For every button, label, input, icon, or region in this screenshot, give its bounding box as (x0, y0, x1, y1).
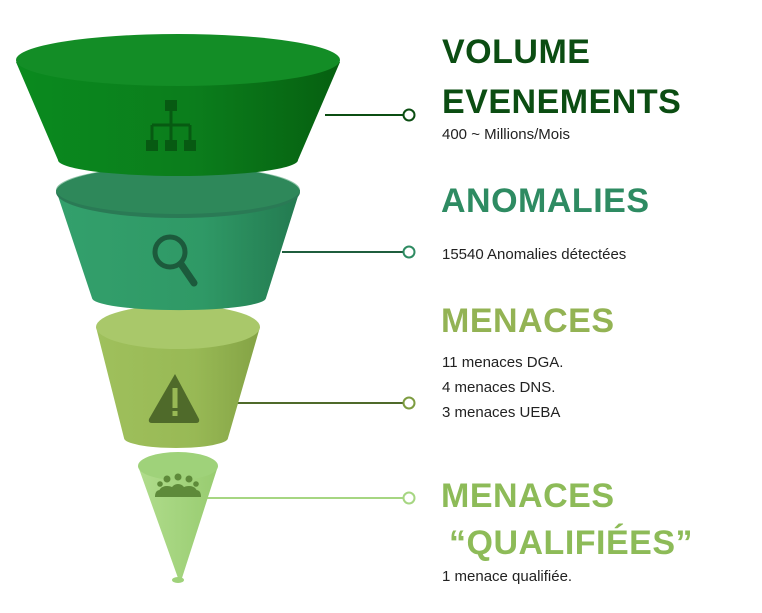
stage-4-title-line-1: MENACES (441, 477, 615, 515)
stage-2-line-1: 15540 Anomalies détectées (442, 246, 627, 263)
stage-1-description: 400 ~ Millions/Mois (442, 122, 570, 147)
connector-1 (325, 108, 416, 122)
stage-3-description: 11 menaces DGA. 4 menaces DNS. 3 menaces… (442, 350, 563, 425)
stage-3-title-line-1: MENACES (441, 302, 615, 340)
stage-4-line-1: 1 menace qualifiée. (442, 568, 573, 585)
stage-4-description: 1 menace qualifiée. (442, 564, 572, 589)
team-icon (155, 473, 201, 497)
stage-2-title: ANOMALIES (441, 176, 650, 226)
stage-1-title-line-1: VOLUME (442, 33, 591, 71)
stage-4-title-line-2: “QUALIFIÉES” (449, 524, 694, 562)
stage-1-line-1: 400 ~ Millions/Mois (442, 126, 570, 143)
funnel-stage-1 (16, 34, 340, 176)
magnifier-icon (152, 234, 198, 287)
stage-1-title: VOLUME EVENEMENTS (442, 27, 681, 127)
stage-3-line-2: 4 menaces DNS. (442, 379, 556, 396)
connector-4 (203, 491, 416, 505)
stage-4-title: MENACES “QUALIFIÉES” (441, 473, 693, 567)
stage-2-description: 15540 Anomalies détectées (442, 242, 626, 267)
funnel-stage-2 (56, 166, 300, 311)
connector-3 (236, 396, 416, 410)
funnel-stage-3 (96, 305, 260, 448)
funnel-stage-4 (138, 452, 218, 583)
warning-icon (148, 374, 200, 423)
stage-2-title-line-1: ANOMALIES (441, 182, 650, 220)
stage-3-line-3: 3 menaces UEBA (442, 404, 561, 421)
stage-3-title: MENACES (441, 296, 615, 346)
hierarchy-icon (146, 100, 196, 151)
stage-1-title-line-2: EVENEMENTS (442, 83, 682, 121)
stage-3-line-1: 11 menaces DGA. (442, 354, 564, 371)
connector-2 (282, 245, 416, 259)
